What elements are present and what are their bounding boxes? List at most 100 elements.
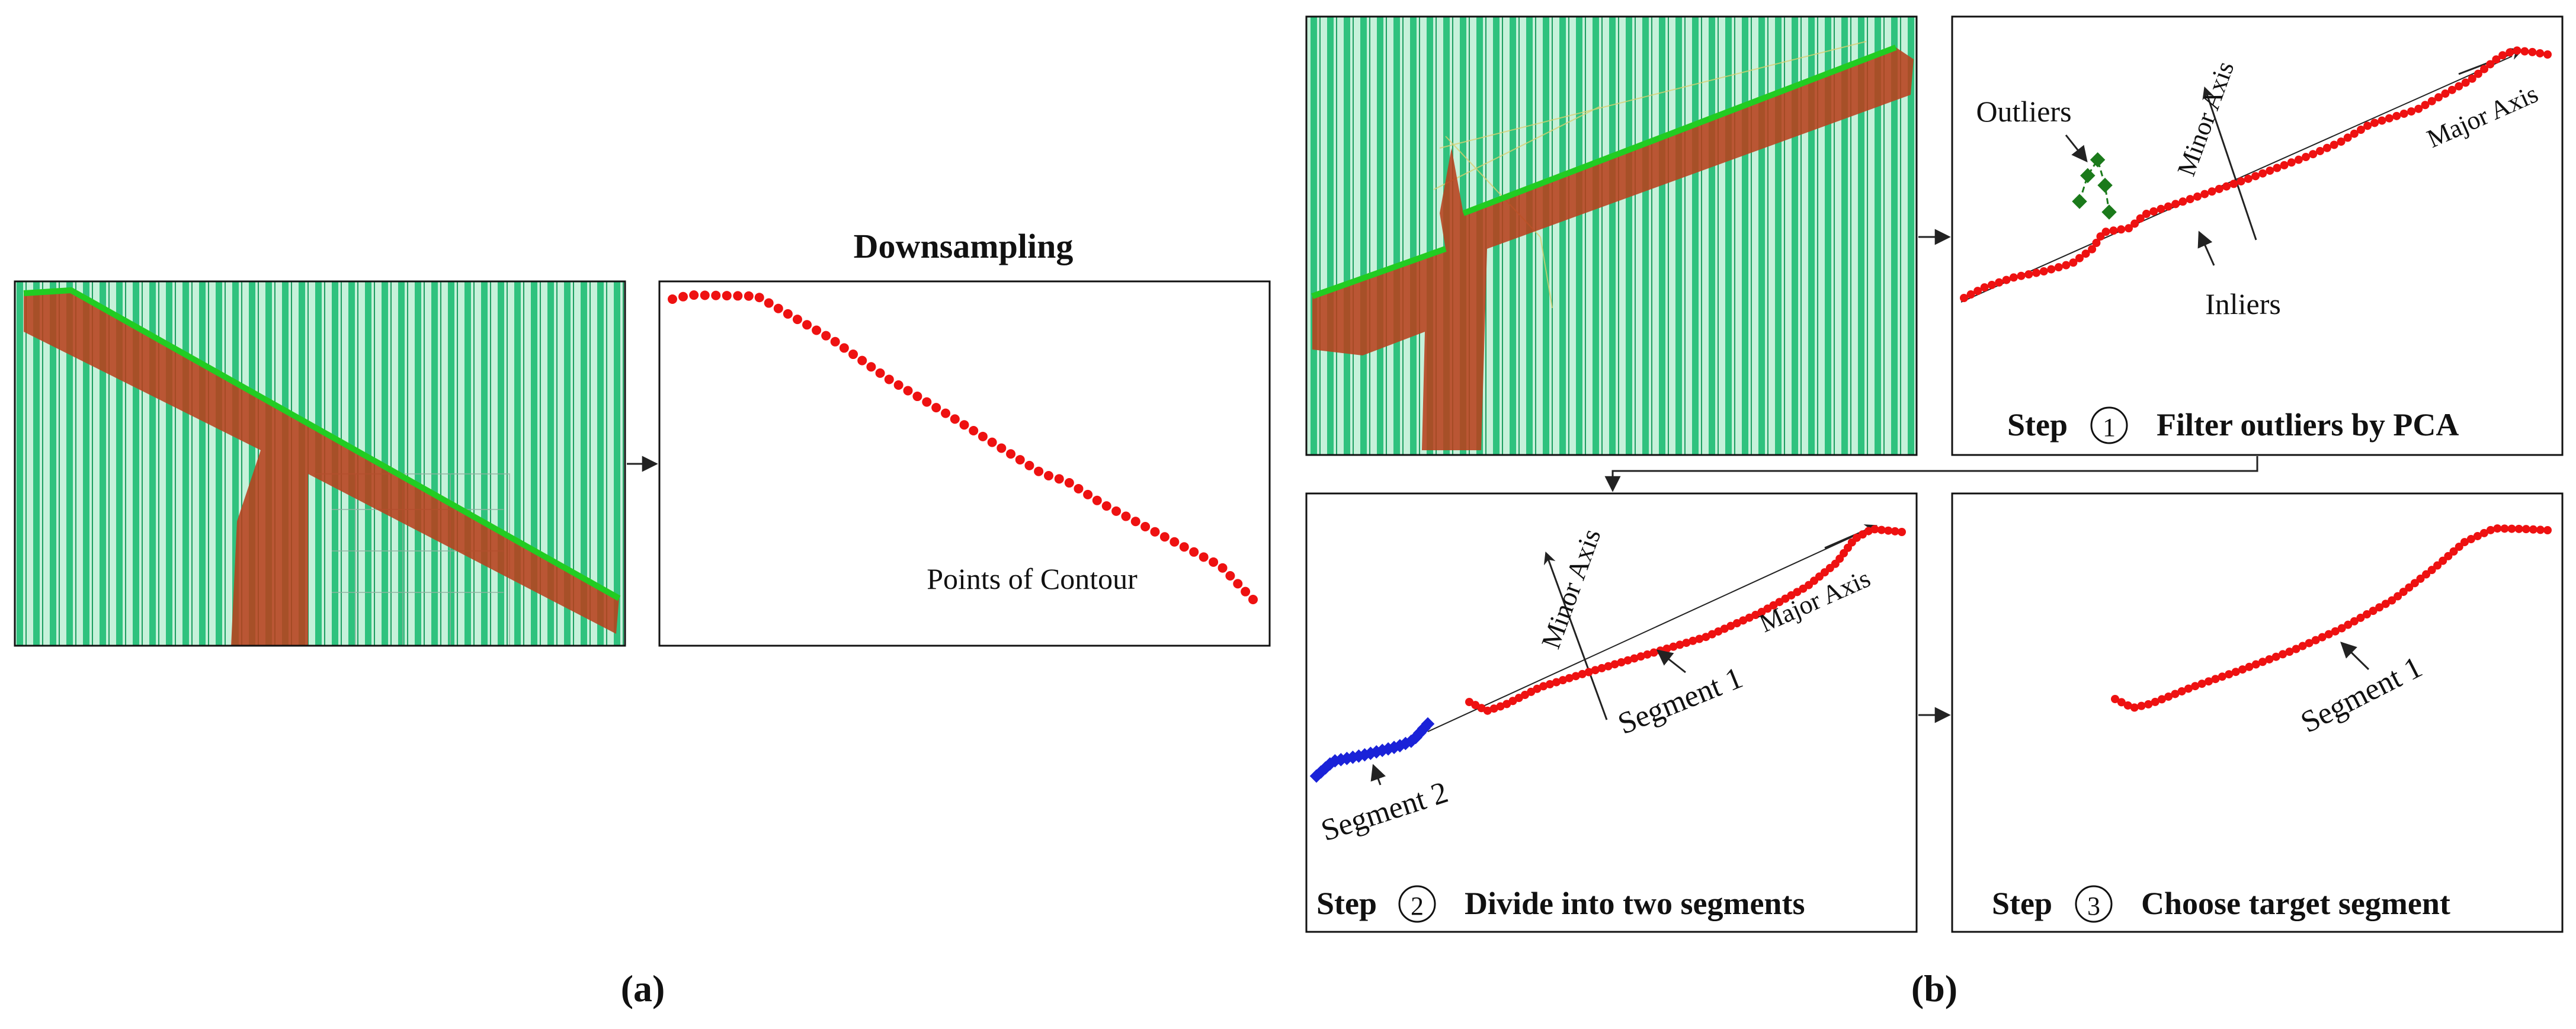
target-point-1 <box>2117 698 2126 707</box>
contour-point-46 <box>1111 506 1122 516</box>
target-point-17 <box>2225 670 2234 679</box>
panel-a: Downsampling Points of Contour (a) <box>14 227 1271 1009</box>
caption-a: (a) <box>621 967 665 1009</box>
contour-point-53 <box>1179 542 1189 552</box>
target-point-9 <box>2171 690 2180 698</box>
segment1-point-23 <box>1610 660 1619 669</box>
inlier-point-64 <box>2407 107 2416 116</box>
target-point-37 <box>2356 613 2365 622</box>
segment1-point-25 <box>1623 656 1632 665</box>
segment1-point-17 <box>1571 672 1580 681</box>
contour-point-48 <box>1130 517 1140 527</box>
segment1-point-29 <box>1649 648 1658 657</box>
contour-point-9 <box>764 298 774 308</box>
contour-point-8 <box>754 293 764 303</box>
downsampling-title: Downsampling <box>854 227 1074 265</box>
svg-text:Step: Step <box>2007 407 2068 443</box>
target-point-28 <box>2298 642 2307 650</box>
caption-b: (b) <box>1911 967 1957 1009</box>
segment1-point-71 <box>1898 528 1906 536</box>
contour-point-30 <box>959 420 969 430</box>
contour-point-57 <box>1217 563 1228 573</box>
inlier-point-76 <box>2486 60 2495 69</box>
target-point-21 <box>2251 660 2260 669</box>
inlier-point-52 <box>2322 143 2331 152</box>
inlier-point-75 <box>2480 65 2489 73</box>
step1-title: Step 1 Filter outliers by PCA <box>2007 406 2459 444</box>
target-point-46 <box>2410 579 2419 588</box>
segment1-point-22 <box>1604 662 1613 671</box>
inlier-point-84 <box>2543 50 2552 59</box>
inlier-point-65 <box>2414 104 2423 113</box>
target-point-66 <box>2536 525 2545 534</box>
target-point-16 <box>2218 672 2226 681</box>
contour-point-26 <box>922 397 932 407</box>
segment1-point-28 <box>1643 650 1652 659</box>
target-point-57 <box>2473 531 2482 540</box>
target-point-47 <box>2416 574 2425 583</box>
target-point-5 <box>2144 700 2153 709</box>
inlier-point-33 <box>2186 195 2194 204</box>
contour-point-17 <box>839 343 849 353</box>
contour-point-36 <box>1015 455 1025 465</box>
inlier-point-42 <box>2251 172 2260 181</box>
contour-point-45 <box>1101 501 1111 511</box>
crane-image-a <box>14 280 626 647</box>
inlier-point-3 <box>1980 283 1989 292</box>
target-point-32 <box>2324 630 2333 639</box>
target-point-13 <box>2197 679 2206 688</box>
contour-point-3 <box>700 290 710 300</box>
segment2-point-21 <box>1421 717 1435 731</box>
inlier-point-2 <box>1973 287 1982 296</box>
contour-point-58 <box>1225 571 1235 581</box>
outlier-point-path <box>2078 158 2110 213</box>
contour-point-52 <box>1170 537 1180 547</box>
contour-point-38 <box>1034 466 1044 476</box>
inlier-point-78 <box>2498 51 2507 60</box>
target-point-11 <box>2184 684 2193 693</box>
target-point-55 <box>2460 538 2469 547</box>
inlier-point-6 <box>2002 275 2011 284</box>
inlier-point-40 <box>2237 177 2245 186</box>
inlier-point-16 <box>2075 254 2084 262</box>
segment1-point-20 <box>1591 666 1600 675</box>
contour-point-34 <box>997 443 1007 453</box>
target-point-43 <box>2394 592 2402 601</box>
contour-point-7 <box>744 291 754 301</box>
contour-point-28 <box>941 408 951 418</box>
target-point-42 <box>2388 596 2396 605</box>
target-point-44 <box>2399 588 2408 597</box>
inlier-point-63 <box>2399 109 2408 118</box>
contour-point-35 <box>1006 449 1016 459</box>
contour-point-33 <box>987 437 997 447</box>
inlier-point-4 <box>1987 280 1996 289</box>
target-point-12 <box>2191 682 2200 691</box>
target-point-52 <box>2444 552 2453 560</box>
contour-point-14 <box>812 325 822 335</box>
contour-point-55 <box>1199 552 1209 562</box>
inlier-point-21 <box>2101 227 2110 236</box>
target-point-56 <box>2466 534 2475 543</box>
segment1-point-66 <box>1864 527 1873 536</box>
contour-point-23 <box>893 380 903 390</box>
contour-point-12 <box>792 315 802 325</box>
inlier-point-38 <box>2222 182 2231 191</box>
target-point-27 <box>2292 645 2301 653</box>
contour-point-47 <box>1121 511 1131 521</box>
inlier-point-68 <box>2434 93 2443 102</box>
contour-point-31 <box>969 426 979 436</box>
panel-b: Outliers Inliers Minor Axis Major Axis S… <box>1305 15 2564 1009</box>
inlier-point-71 <box>2455 82 2463 91</box>
contour-point-18 <box>848 350 858 360</box>
step2-panel: Minor Axis Major Axis Segment 1 Segment … <box>1305 492 1918 933</box>
step2-number: 2 <box>1411 892 1424 921</box>
inlier-point-17 <box>2081 249 2090 258</box>
inlier-point-9 <box>2024 270 2033 279</box>
segment1-point-39 <box>1714 627 1723 636</box>
contour-point-0 <box>668 294 677 304</box>
svg-text:Step: Step <box>1316 886 1377 921</box>
step1-inlier-points <box>1960 46 2552 302</box>
inlier-point-26 <box>2136 214 2145 223</box>
inlier-point-13 <box>2054 263 2063 272</box>
